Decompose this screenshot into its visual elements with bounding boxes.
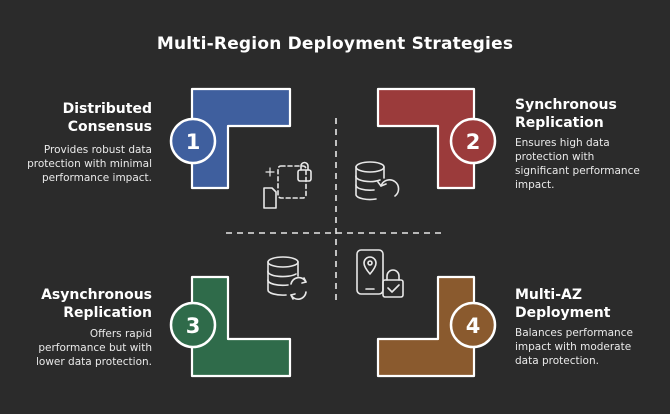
quadrant-1-heading-line1: Distributed xyxy=(62,101,152,117)
quadrant-1-number: 1 xyxy=(186,130,201,154)
quadrant-2-badge xyxy=(449,117,497,165)
quadrant-1-description: Provides robust data protection with min… xyxy=(27,143,152,185)
quadrant-4-heading: Multi-AZ Deployment xyxy=(515,286,610,322)
quadrant-2-heading: Synchronous Replication xyxy=(515,96,617,132)
quadrant-3-shape xyxy=(190,275,292,378)
quadrant-4-badge xyxy=(449,301,497,349)
quadrant-1-desc-line: performance impact. xyxy=(41,172,152,184)
quadrant-3-number: 3 xyxy=(186,314,201,338)
quadrant-1-badge xyxy=(169,117,217,165)
quadrant-2-heading-line1: Synchronous xyxy=(515,97,617,113)
quadrant-4-shape xyxy=(376,275,476,378)
diagram-title: Multi-Region Deployment Strategies xyxy=(156,34,514,54)
quadrant-2-desc-line: impact. xyxy=(515,179,555,191)
quadrant-2-shape xyxy=(376,87,476,190)
quadrant-4-desc-line: data protection. xyxy=(515,355,599,367)
quadrant-1-shape xyxy=(190,87,292,190)
quadrant-2-desc-line: significant performance xyxy=(515,165,640,177)
quadrant-4-desc-line: Balances performance xyxy=(515,327,633,339)
database-sync-icon xyxy=(267,256,307,300)
quadrant-1-desc-line: protection with minimal xyxy=(27,158,152,170)
quadrant-3-desc-line: lower data protection. xyxy=(35,356,152,368)
quadrant-3-description: Offers rapid performance but with lower … xyxy=(36,327,152,369)
quadrant-4-number: 4 xyxy=(466,314,481,338)
quadrant-2-desc-line: Ensures high data xyxy=(515,137,610,149)
quadrant-2-description: Ensures high data protection with signif… xyxy=(515,136,640,192)
quadrant-3-desc-line: Offers rapid xyxy=(89,328,152,340)
quadrant-2-desc-line: protection with xyxy=(515,151,595,163)
quadrant-3-heading: Asynchronous Replication xyxy=(41,286,152,322)
quadrant-1-heading: Distributed Consensus xyxy=(63,100,152,136)
phone-location-lock-icon xyxy=(356,249,404,298)
file-lock-icon xyxy=(263,161,312,209)
quadrant-3-heading-line2: Replication xyxy=(63,305,152,321)
quadrant-3-badge xyxy=(169,301,217,349)
quadrant-3-desc-line: performance but with xyxy=(38,342,152,354)
quadrant-4-heading-line2: Deployment xyxy=(515,305,611,321)
quadrant-2-number: 2 xyxy=(466,130,481,154)
quadrant-2-heading-line2: Replication xyxy=(515,115,604,131)
quadrant-1-desc-line: Provides robust data xyxy=(43,144,152,156)
database-refresh-icon xyxy=(355,161,400,201)
quadrant-1-heading-line2: Consensus xyxy=(67,119,152,135)
quadrant-4-heading-line1: Multi-AZ xyxy=(515,287,582,303)
quadrant-4-description: Balances performance impact with moderat… xyxy=(515,326,633,368)
quadrant-4-desc-line: impact with moderate xyxy=(515,341,632,353)
quadrant-3-heading-line1: Asynchronous xyxy=(41,287,152,303)
